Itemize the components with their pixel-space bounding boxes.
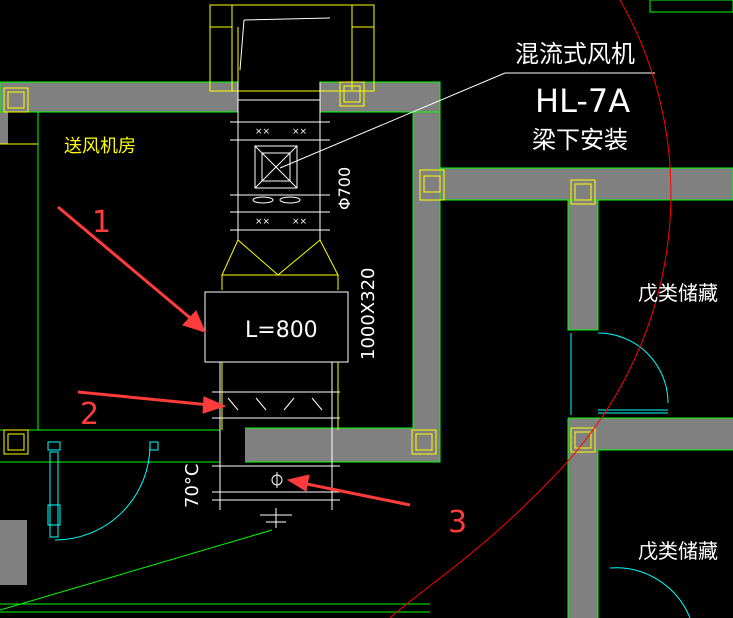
angle-label: 70°C bbox=[182, 464, 203, 508]
main-duct: ⨯⨯ ⨯⨯ ⨯⨯ ⨯⨯ bbox=[230, 82, 330, 240]
wall-top-left bbox=[0, 82, 238, 112]
red-boundary-arc bbox=[389, 0, 672, 618]
svg-text:⨯⨯: ⨯⨯ bbox=[292, 127, 307, 137]
lower-duct bbox=[212, 362, 340, 528]
fan-leader bbox=[279, 72, 655, 169]
top-duct-shaft bbox=[209, 4, 375, 92]
annotation-number-1: 1 bbox=[92, 205, 111, 240]
wall-left-bottom bbox=[0, 520, 27, 585]
doors bbox=[47, 332, 691, 618]
fan-label-line2: HL-7A bbox=[535, 82, 630, 120]
svg-text:⨯⨯: ⨯⨯ bbox=[255, 127, 270, 137]
duct-transition bbox=[221, 239, 339, 290]
fan-diameter-label: Φ700 bbox=[335, 167, 354, 210]
lower-duct-yellow bbox=[221, 362, 339, 430]
green-diagonal bbox=[0, 529, 273, 611]
storage-room-2-label: 戊类储藏 bbox=[638, 539, 718, 563]
wall-storage-horizontal bbox=[598, 418, 733, 450]
fan-label-line3: 梁下安装 bbox=[532, 126, 628, 154]
wall-left-block bbox=[0, 112, 8, 144]
box-length-label: L=800 bbox=[245, 318, 318, 343]
annotation-number-3: 3 bbox=[448, 505, 467, 540]
wall-storage-vertical-low bbox=[568, 418, 598, 618]
annotation-number-2: 2 bbox=[80, 397, 99, 432]
svg-text:⨯⨯: ⨯⨯ bbox=[292, 217, 307, 227]
silencer-box bbox=[204, 291, 349, 363]
svg-text:⨯⨯: ⨯⨯ bbox=[255, 217, 270, 227]
columns bbox=[0, 4, 596, 455]
duct-size-label: 1000X320 bbox=[358, 268, 379, 361]
walls bbox=[0, 82, 733, 618]
annotation-arrows bbox=[57, 205, 411, 507]
wall-storage-vertical bbox=[568, 200, 598, 330]
fan-label-line1: 混流式风机 bbox=[515, 40, 635, 68]
wall-right bbox=[413, 82, 440, 462]
room-label: 送风机房 bbox=[64, 136, 136, 157]
storage-room-1-label: 戊类储藏 bbox=[638, 281, 718, 305]
wall-bottom bbox=[245, 428, 440, 462]
fan-box bbox=[254, 145, 298, 189]
